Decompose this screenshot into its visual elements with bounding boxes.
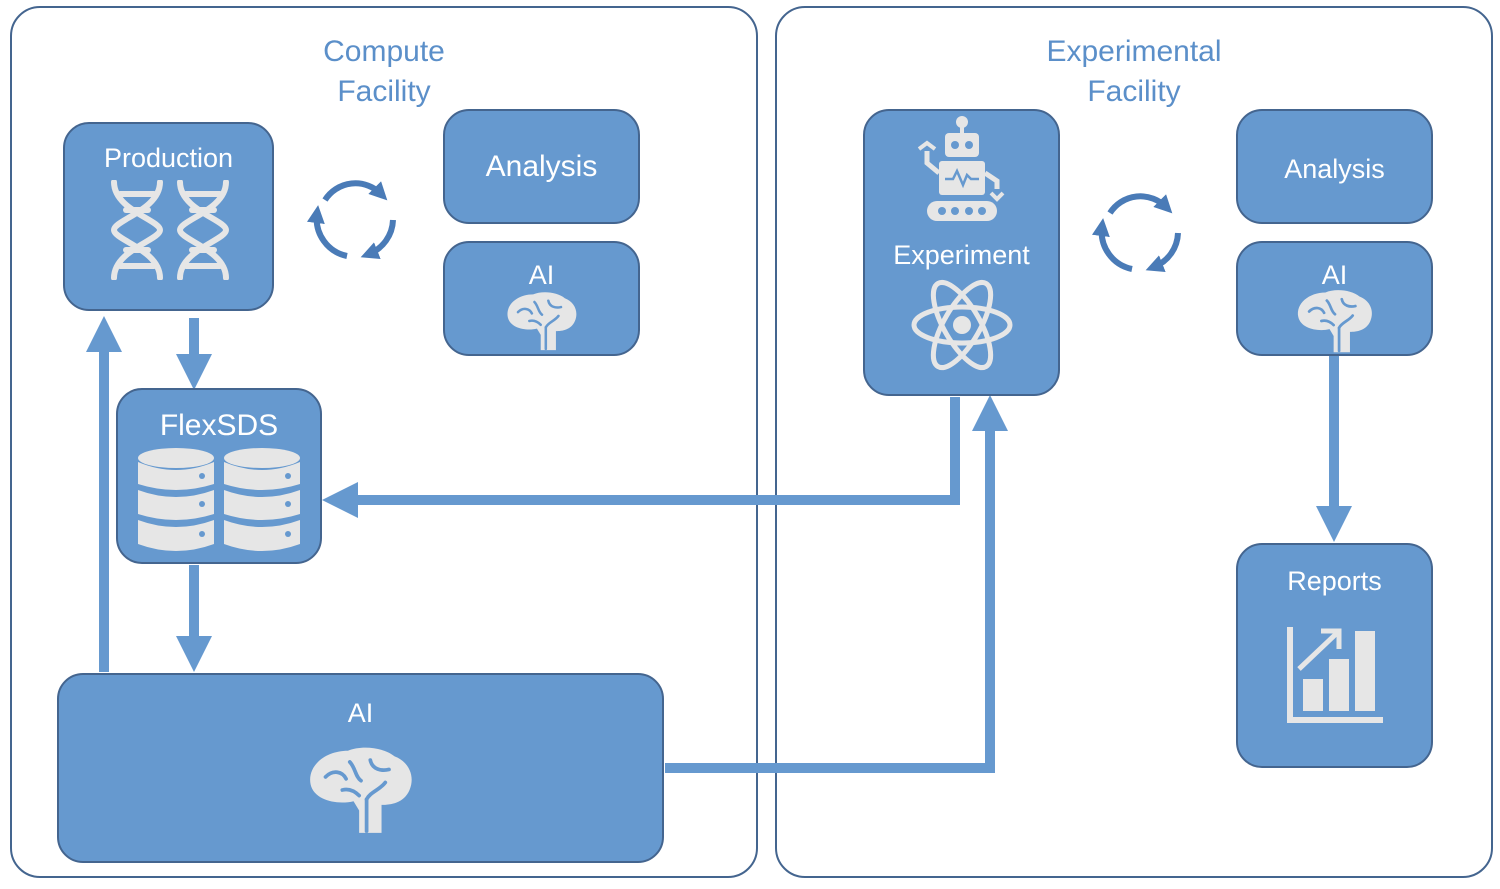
compute-analysis-node[interactable]: Analysis <box>443 109 640 224</box>
atom-icon <box>911 279 1012 371</box>
brain-icon <box>506 292 576 351</box>
cycle-arrows-icon <box>1091 193 1181 273</box>
experimental-analysis-label: Analysis <box>1284 154 1385 184</box>
experimental-facility-title: Experimental Facility <box>1046 35 1222 108</box>
robot-icon <box>917 116 1004 221</box>
compute-ai-main-label: AI <box>347 698 374 728</box>
flexsds-node[interactable]: FlexSDS <box>116 388 322 564</box>
compute-ai-small-label: AI <box>528 260 555 290</box>
compute-ai-main-node[interactable]: AI <box>57 673 664 863</box>
bar-chart-icon <box>1286 627 1383 723</box>
arrow-ai-to-experiment <box>665 394 1009 773</box>
experimental-analysis-node[interactable]: Analysis <box>1236 109 1433 224</box>
cycle-arrows-icon <box>306 180 396 260</box>
arrow-experiment-to-flexsds <box>321 397 960 518</box>
brain-icon <box>1297 290 1372 353</box>
dna-icon <box>110 180 229 280</box>
compute-analysis-label: Analysis <box>485 150 598 183</box>
reports-label: Reports <box>1287 566 1382 596</box>
experimental-ai-node[interactable]: AI <box>1236 241 1433 356</box>
flexsds-label: FlexSDS <box>159 409 279 442</box>
experiment-label: Experiment <box>893 240 1030 270</box>
experiment-node[interactable]: Experiment <box>863 109 1060 396</box>
experimental-ai-label: AI <box>1321 260 1348 290</box>
compute-ai-small-node[interactable]: AI <box>443 241 640 356</box>
reports-node[interactable]: Reports <box>1236 543 1433 768</box>
compute-facility-title: Compute Facility <box>323 35 445 108</box>
production-label: Production <box>103 143 234 173</box>
database-icon <box>138 448 300 551</box>
brain-icon <box>309 747 412 833</box>
production-node[interactable]: Production <box>63 122 274 311</box>
